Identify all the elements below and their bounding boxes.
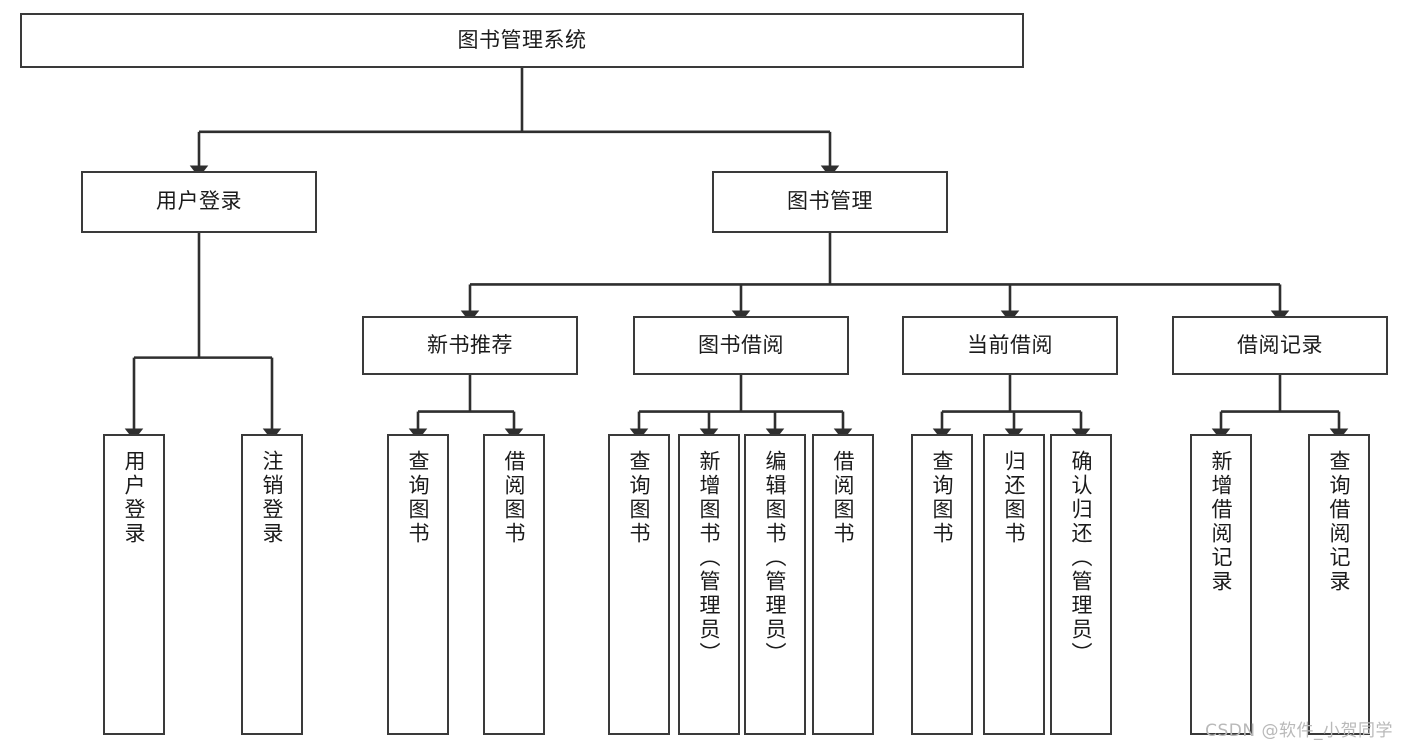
node-label-leaf-borrow-book-rec: 借阅图书 <box>502 450 527 546</box>
node-label-leaf-confirm-return: 确认归还（管理员） <box>1069 450 1094 666</box>
node-label-leaf-edit-book: 编辑图书（管理员） <box>763 450 788 666</box>
node-label-borrow-record: 借阅记录 <box>1237 332 1323 357</box>
node-label-leaf-logout: 注销登录 <box>260 450 285 546</box>
node-leaf-query-book-cur[interactable]: 查询图书 <box>911 434 973 735</box>
node-root[interactable]: 图书管理系统 <box>20 13 1024 68</box>
node-leaf-query-book-rec[interactable]: 查询图书 <box>387 434 449 735</box>
node-label-leaf-add-book: 新增图书（管理员） <box>697 450 722 666</box>
node-book-management[interactable]: 图书管理 <box>712 171 948 233</box>
node-borrow-record[interactable]: 借阅记录 <box>1172 316 1388 375</box>
node-leaf-borrow-book-rec[interactable]: 借阅图书 <box>483 434 545 735</box>
node-leaf-logout[interactable]: 注销登录 <box>241 434 303 735</box>
node-label-leaf-query-book-cur: 查询图书 <box>930 450 955 546</box>
node-user-login[interactable]: 用户登录 <box>81 171 317 233</box>
node-label-leaf-borrow-book-bor: 借阅图书 <box>831 450 856 546</box>
node-leaf-query-book-bor[interactable]: 查询图书 <box>608 434 670 735</box>
node-leaf-user-login[interactable]: 用户登录 <box>103 434 165 735</box>
node-leaf-borrow-book-bor[interactable]: 借阅图书 <box>812 434 874 735</box>
node-leaf-add-book[interactable]: 新增图书（管理员） <box>678 434 740 735</box>
node-current-borrow[interactable]: 当前借阅 <box>902 316 1118 375</box>
node-label-leaf-user-login: 用户登录 <box>122 450 147 546</box>
node-new-book-recommend[interactable]: 新书推荐 <box>362 316 578 375</box>
node-label-book-management: 图书管理 <box>787 189 873 214</box>
node-label-new-book-recommend: 新书推荐 <box>427 332 513 357</box>
node-label-leaf-add-record: 新增借阅记录 <box>1209 450 1234 594</box>
node-leaf-add-record[interactable]: 新增借阅记录 <box>1190 434 1252 735</box>
node-label-book-borrow: 图书借阅 <box>698 332 784 357</box>
node-leaf-confirm-return[interactable]: 确认归还（管理员） <box>1050 434 1112 735</box>
node-label-user-login: 用户登录 <box>156 189 242 214</box>
node-leaf-edit-book[interactable]: 编辑图书（管理员） <box>744 434 806 735</box>
node-book-borrow[interactable]: 图书借阅 <box>633 316 849 375</box>
edge-group <box>124 68 1349 441</box>
watermark-text: CSDN @软件_小贺同学 <box>1205 721 1393 741</box>
node-label-leaf-query-book-rec: 查询图书 <box>406 450 431 546</box>
node-leaf-query-record[interactable]: 查询借阅记录 <box>1308 434 1370 735</box>
node-label-leaf-query-book-bor: 查询图书 <box>627 450 652 546</box>
node-label-leaf-return-book: 归还图书 <box>1002 450 1027 546</box>
node-label-leaf-query-record: 查询借阅记录 <box>1327 450 1352 594</box>
node-label-current-borrow: 当前借阅 <box>967 332 1053 357</box>
node-leaf-return-book[interactable]: 归还图书 <box>983 434 1045 735</box>
node-label-root: 图书管理系统 <box>457 27 587 52</box>
